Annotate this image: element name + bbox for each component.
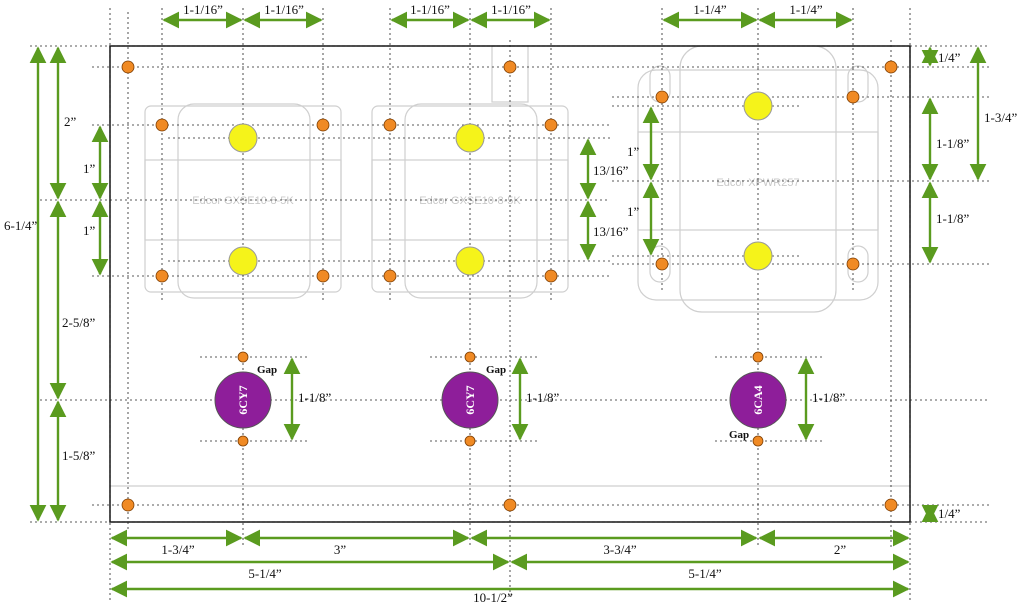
transformer-left-label: Edcor GXSE10-8-5K [192, 195, 294, 207]
mounting-hole [237, 351, 249, 363]
mounting-hole [846, 90, 860, 104]
dim-bottom-3-3-4: 3-3/4” [603, 542, 636, 557]
dim-left-2-5-8: 2-5/8” [62, 315, 95, 330]
tube-mid [441, 371, 499, 429]
dim-tube-left: 1-1/8” [298, 390, 331, 405]
dim-left-1b: 1” [83, 223, 96, 238]
mounting-hole [655, 257, 669, 271]
dim-top-right-b: 1-1/4” [789, 2, 822, 17]
dim-bottom-5-1-4-a: 5-1/4” [248, 566, 281, 581]
construction-lines [30, 8, 990, 600]
socket-hole [228, 246, 258, 276]
dim-right-1a: 1” [627, 144, 640, 159]
dimension-arrows [29, 11, 987, 598]
dim-top-mid-a: 1-1/16” [410, 2, 450, 17]
mounting-hole [316, 269, 330, 283]
tube-right [729, 371, 787, 429]
mounting-hole [846, 257, 860, 271]
mounting-hole [503, 498, 517, 512]
mounting-hole [752, 351, 764, 363]
dim-right-1-3-4: 1-3/4” [984, 110, 1017, 125]
dim-top-left-b: 1-1/16” [264, 2, 304, 17]
socket-hole [228, 123, 258, 153]
dim-left-2: 2” [64, 114, 77, 129]
gap-label-right: Gap [729, 429, 749, 441]
mounting-hole [383, 118, 397, 132]
tube-sockets: 6CY7 6CY7 6CA4 Gap Gap Gap [214, 364, 787, 441]
mounting-hole [237, 435, 249, 447]
mounting-hole [464, 351, 476, 363]
dim-mid-13-16-b: 13/16” [593, 224, 629, 239]
mounting-hole [155, 269, 169, 283]
dim-bottom-1-3-4: 1-3/4” [161, 542, 194, 557]
mounting-hole [884, 60, 898, 74]
tube-right-label: 6CA4 [751, 385, 765, 414]
dim-right-quarter-top: 1/4” [938, 50, 961, 65]
mounting-hole [655, 90, 669, 104]
dim-top-mid-b: 1-1/16” [491, 2, 531, 17]
dim-bottom-5-1-4-b: 5-1/4” [688, 566, 721, 581]
dimension-labels: 1-1/16” 1-1/16” 1-1/16” 1-1/16” 1-1/4” 1… [4, 2, 1017, 605]
mounting-hole [316, 118, 330, 132]
dim-overall-height: 6-1/4” [4, 218, 37, 233]
dim-mid-13-16-a: 13/16” [593, 163, 629, 178]
mounting-hole [121, 498, 135, 512]
socket-holes [228, 91, 773, 276]
dim-bottom-2: 2” [834, 542, 847, 557]
mounting-hole [503, 60, 517, 74]
dim-left-1a: 1” [83, 161, 96, 176]
mounting-hole [383, 269, 397, 283]
dim-right-1-1-8-a: 1-1/8” [936, 136, 969, 151]
socket-hole [455, 123, 485, 153]
mounting-hole [464, 435, 476, 447]
tube-left [214, 371, 272, 429]
gap-label-left: Gap [257, 364, 277, 376]
dim-right-quarter-bottom: 1/4” [938, 506, 961, 521]
socket-hole [743, 91, 773, 121]
dim-left-1-5-8: 1-5/8” [62, 448, 95, 463]
dim-right-1-1-8-b: 1-1/8” [936, 211, 969, 226]
dim-tube-mid: 1-1/8” [526, 390, 559, 405]
mounting-hole [752, 435, 764, 447]
dim-top-left-a: 1-1/16” [183, 2, 223, 17]
tube-left-label: 6CY7 [236, 385, 250, 414]
mounting-hole [884, 498, 898, 512]
dim-top-right-a: 1-1/4” [693, 2, 726, 17]
mounting-holes [121, 60, 898, 512]
mounting-hole [155, 118, 169, 132]
dim-tube-right: 1-1/8” [812, 390, 845, 405]
gap-label-mid: Gap [486, 364, 506, 376]
socket-hole [455, 246, 485, 276]
transformer-mid-label: Edcor GXSE10-8-5K [419, 195, 521, 207]
mounting-hole [544, 118, 558, 132]
dim-bottom-3: 3” [334, 542, 347, 557]
tube-mid-label: 6CY7 [463, 385, 477, 414]
socket-hole [743, 241, 773, 271]
dim-right-1b: 1” [627, 204, 640, 219]
dim-overall-width: 10-1/2” [473, 590, 513, 605]
mounting-hole [544, 269, 558, 283]
mounting-hole [121, 60, 135, 74]
